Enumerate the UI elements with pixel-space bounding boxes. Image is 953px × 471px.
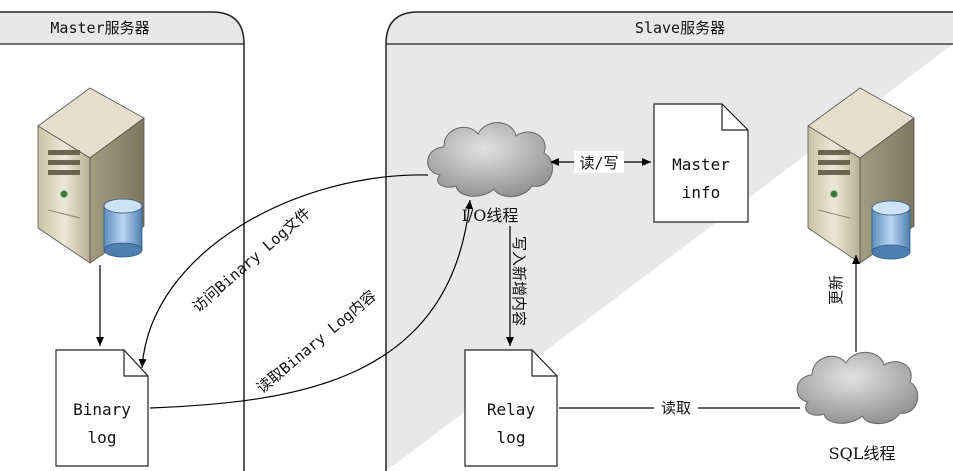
sql-thread-label: SQL线程: [829, 444, 896, 463]
master-panel-title: Master服务器: [50, 19, 149, 37]
slave-database-icon: [871, 200, 911, 260]
master-database-icon: [103, 198, 143, 258]
master-info-document: Master info: [653, 103, 749, 223]
relay-log-document: Relay log: [464, 349, 558, 467]
read-binlog-label: 读取Binary Log内容: [253, 287, 380, 397]
io-thread-cloud: I/O线程: [427, 122, 553, 225]
write-new-content-label: 写入新增内容: [510, 236, 528, 326]
read-binlog-arrow: [149, 199, 474, 409]
binary-log-line2: log: [88, 428, 117, 447]
io-thread-label: I/O线程: [462, 206, 519, 225]
master-info-line2: info: [682, 183, 721, 202]
binary-log-document: Binary log: [55, 349, 149, 467]
access-binlog-arrow: [138, 174, 429, 369]
relay-log-line1: Relay: [487, 400, 536, 419]
read-write-label: 读/写: [579, 154, 618, 172]
read-label: 读取: [661, 399, 691, 417]
access-binlog-label: 访问Binary Log文件: [189, 204, 314, 316]
update-label: 更新: [827, 275, 845, 305]
slave-panel-title: Slave服务器: [635, 19, 725, 37]
master-panel: Master服务器: [0, 11, 245, 471]
relay-log-line2: log: [497, 428, 526, 447]
sql-thread-cloud: SQL线程: [796, 351, 919, 463]
binary-log-line1: Binary: [73, 400, 131, 419]
master-info-line1: Master: [672, 155, 730, 174]
